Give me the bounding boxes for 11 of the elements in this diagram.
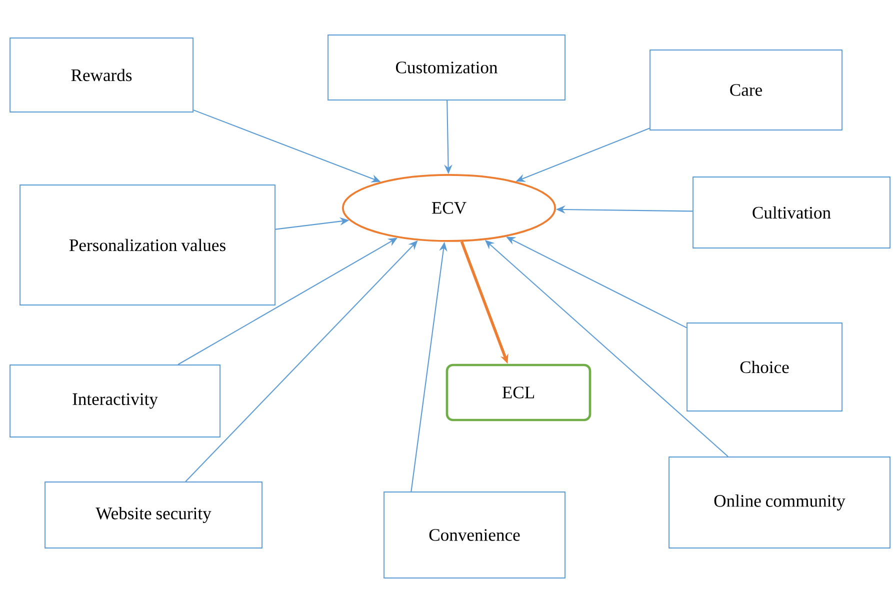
factor-box: Choice — [686, 322, 842, 412]
factor-box: Cultivation — [692, 176, 890, 248]
factor-box: Customization — [328, 34, 566, 100]
factor-box: Convenience — [384, 492, 566, 578]
factor-box: Website security — [44, 482, 262, 548]
factor-box: Interactivity — [10, 364, 220, 438]
factor-box: Care — [650, 50, 842, 130]
factor-box: Online community — [668, 456, 890, 548]
ecl-box: ECL — [446, 364, 592, 422]
factor-box: Rewards — [10, 38, 194, 112]
factor-box: Personalization values — [20, 184, 276, 306]
